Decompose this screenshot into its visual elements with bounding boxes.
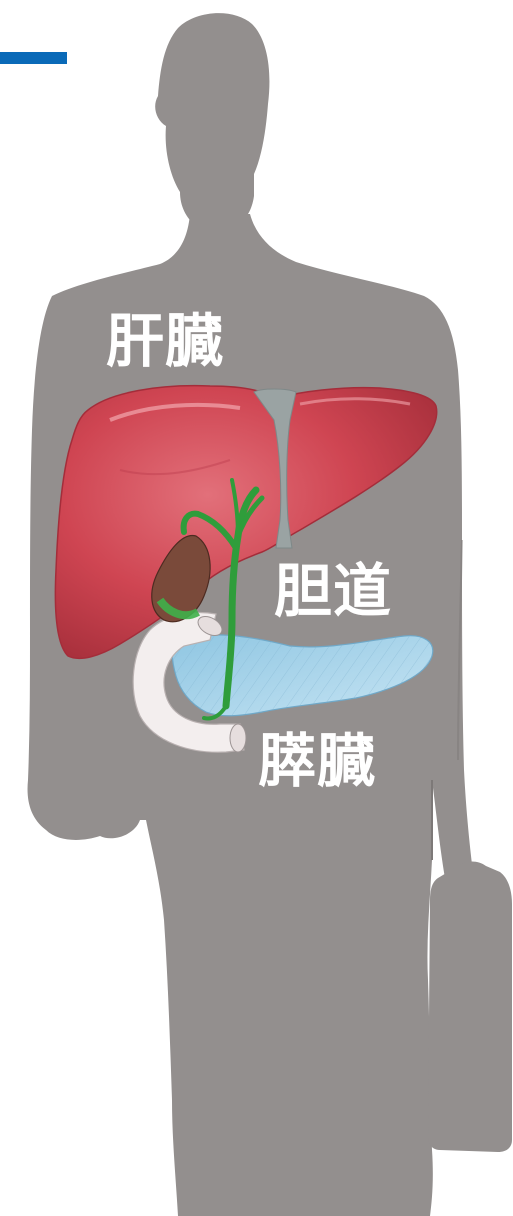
liver-label: 肝臓 xyxy=(106,312,224,370)
bile-duct-label: 胆道 xyxy=(274,562,392,620)
pancreas-label: 膵臓 xyxy=(258,732,376,790)
accent-bar xyxy=(0,52,67,64)
